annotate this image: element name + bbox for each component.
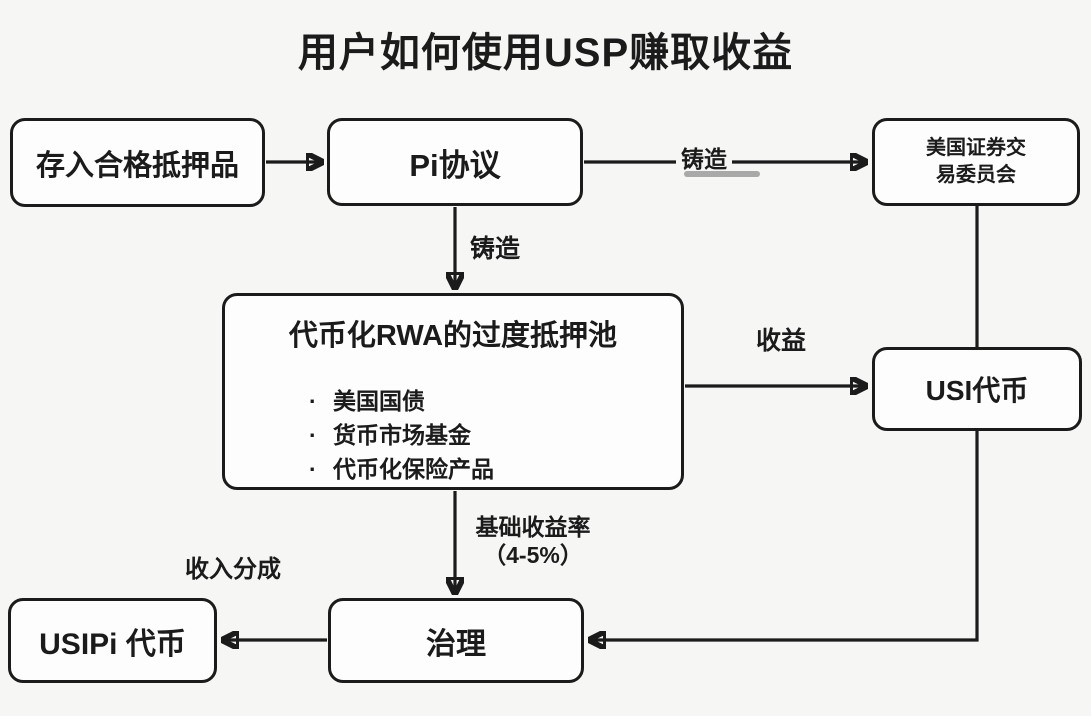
node-usi-token: USI代币	[872, 347, 1082, 431]
node-label: USI代币	[925, 375, 1029, 406]
node-pi-protocol: Pi协议	[327, 118, 583, 206]
node-sec: 美国证券交 易委员会	[872, 118, 1080, 206]
edge-label-revenue-share: 收入分成	[185, 556, 281, 583]
edge-label-mint-to-pool: 铸造	[470, 235, 521, 263]
list-item: · 货币市场基金	[309, 418, 681, 452]
node-deposit-collateral: 存入合格抵押品	[10, 118, 265, 207]
node-label-line1: 美国证券交	[926, 137, 1026, 159]
list-item-label: 货币市场基金	[333, 422, 471, 448]
pool-title: 代币化RWA的过度抵押池	[288, 320, 618, 352]
edge-label-line2: （4-5%）	[483, 542, 583, 568]
node-rwa-pool: 代币化RWA的过度抵押池 · 美国国债 · 货币市场基金 · 代币化保险产品	[222, 293, 684, 490]
bullet-icon: ·	[309, 422, 317, 448]
bullet-icon: ·	[309, 388, 317, 414]
edge-label-mint-to-sec: 铸造	[676, 140, 760, 177]
edge-label-yield: 收益	[756, 327, 807, 355]
bullet-icon: ·	[309, 456, 317, 482]
node-label: Pi协议	[409, 147, 501, 183]
pool-asset-list: · 美国国债 · 货币市场基金 · 代币化保险产品	[309, 384, 681, 486]
diagram-title: 用户如何使用USP赚取收益	[297, 31, 794, 75]
edge-label-base-yield: 基础收益率 （4-5%）	[448, 513, 618, 569]
node-label: 存入合格抵押品	[35, 149, 239, 182]
edge-label-line1: 基础收益率	[475, 514, 591, 540]
list-item: · 代币化保险产品	[309, 452, 681, 486]
arrow-usi-to-governance	[590, 431, 979, 640]
node-usipi-token: USIPi 代币	[8, 598, 217, 683]
node-label: USIPi 代币	[39, 627, 186, 661]
node-label: 治理	[426, 627, 486, 661]
list-item: · 美国国债	[309, 384, 681, 418]
node-governance: 治理	[328, 598, 584, 683]
list-item-label: 代币化保险产品	[333, 456, 494, 482]
node-label-line2: 易委员会	[936, 164, 1016, 186]
list-item-label: 美国国债	[333, 388, 425, 414]
